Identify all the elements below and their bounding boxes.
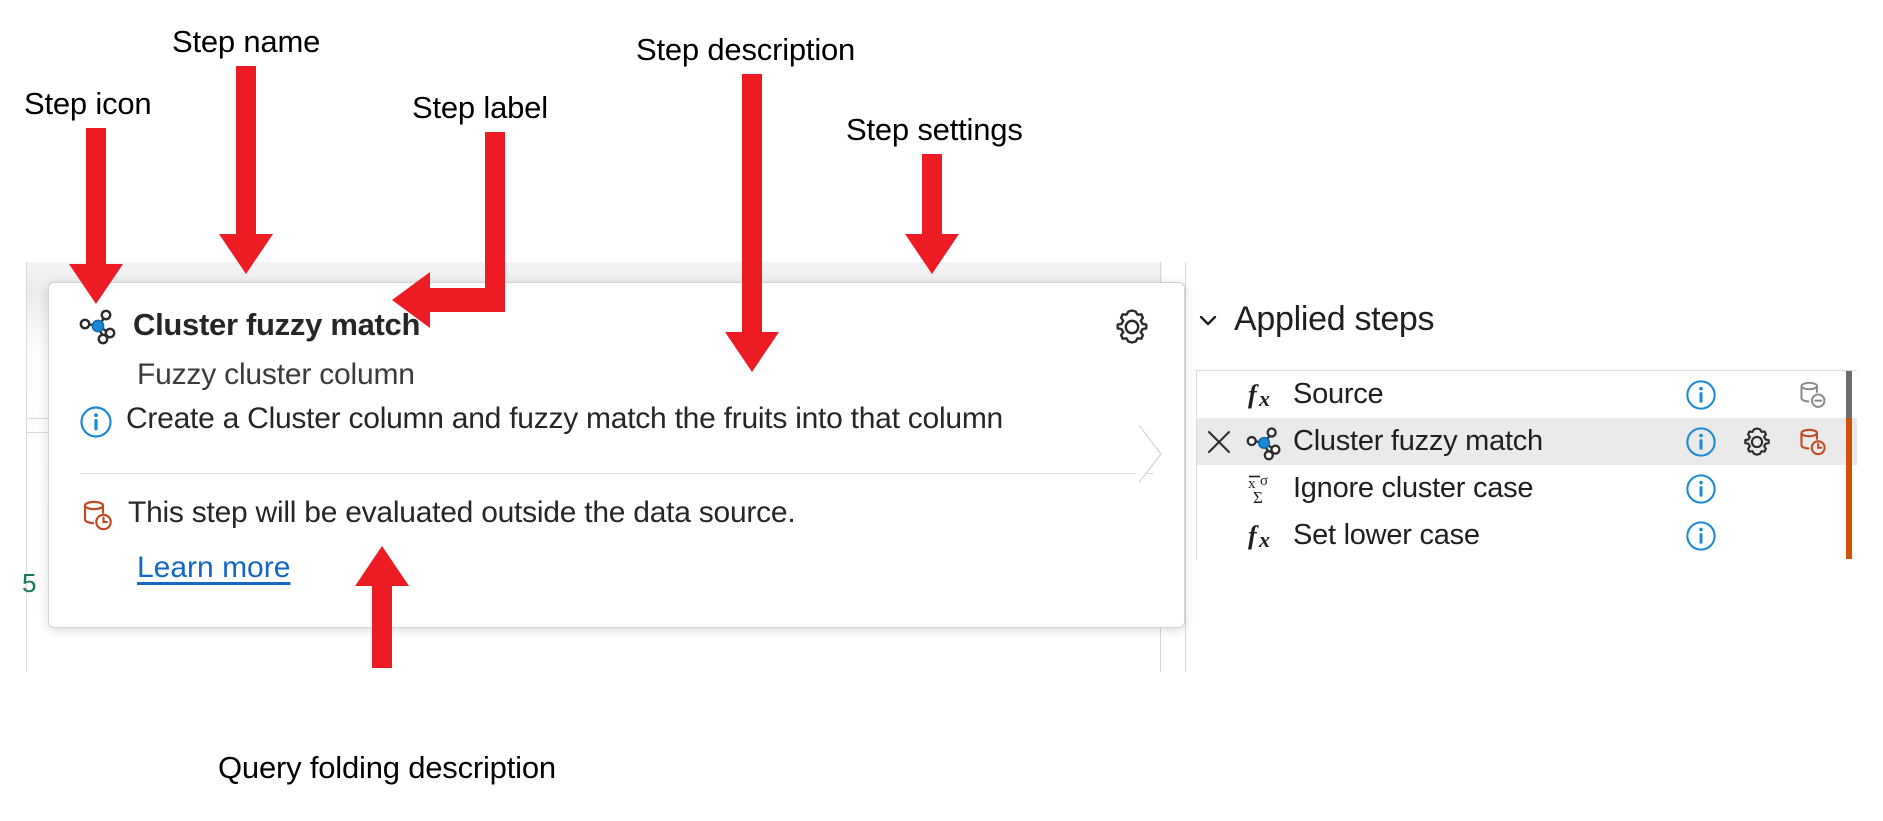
step-name-label: Set lower case bbox=[1293, 519, 1480, 551]
svg-text:f: f bbox=[1248, 521, 1259, 550]
annotation-label-step-name: Step name bbox=[172, 24, 321, 59]
step-details-tooltip: Cluster fuzzy match Fuzzy cluster column… bbox=[48, 282, 1185, 628]
database-disabled-icon bbox=[1785, 378, 1841, 412]
info-icon[interactable] bbox=[1673, 426, 1729, 458]
grid-cell-value: 5 bbox=[22, 568, 37, 598]
tooltip-query-folding-row: This step will be evaluated outside the … bbox=[79, 495, 796, 533]
chevron-down-icon[interactable] bbox=[1196, 308, 1220, 332]
info-icon[interactable] bbox=[1673, 379, 1729, 411]
applied-steps-panel: Applied steps f x Source bbox=[1196, 300, 1883, 620]
annotation-label-step-icon: Step icon bbox=[24, 86, 152, 121]
table-row[interactable]: x σ Σ Ignore cluster case bbox=[1197, 465, 1857, 512]
tooltip-step-settings-button[interactable] bbox=[1110, 305, 1154, 349]
annotation-label-query-folding: Query folding description bbox=[218, 750, 556, 785]
step-status-bar bbox=[1841, 465, 1857, 512]
annotation-arrow-step-icon bbox=[66, 128, 126, 306]
annotation-arrow-step-settings bbox=[902, 154, 962, 276]
step-name-label: Cluster fuzzy match bbox=[1293, 425, 1543, 457]
step-status-bar bbox=[1841, 418, 1857, 465]
annotation-label-step-settings: Step settings bbox=[846, 112, 1023, 147]
annotation-arrow-step-description bbox=[722, 74, 782, 374]
applied-steps-list: f x Source bbox=[1196, 370, 1857, 559]
info-icon[interactable] bbox=[1673, 473, 1729, 505]
applied-steps-title: Applied steps bbox=[1234, 300, 1435, 338]
annotation-arrow-step-name bbox=[216, 66, 276, 276]
step-status-bar bbox=[1841, 512, 1857, 559]
tooltip-step-label: Fuzzy cluster column bbox=[137, 358, 415, 391]
learn-more-link[interactable]: Learn more bbox=[137, 551, 291, 584]
table-row[interactable]: f x Set lower case bbox=[1197, 512, 1857, 559]
step-status-bar bbox=[1841, 371, 1857, 418]
fx-icon: f x bbox=[1241, 378, 1289, 412]
tooltip-divider bbox=[81, 473, 1154, 474]
step-name-label: Ignore cluster case bbox=[1293, 472, 1534, 504]
tooltip-query-folding-text: This step will be evaluated outside the … bbox=[128, 496, 796, 529]
annotation-label-step-description: Step description bbox=[636, 32, 856, 67]
grid-column-edge-2 bbox=[1185, 262, 1186, 672]
applied-steps-header[interactable]: Applied steps bbox=[1196, 300, 1435, 339]
annotation-label-step-label: Step label bbox=[412, 90, 548, 125]
svg-text:Σ: Σ bbox=[1253, 488, 1263, 507]
tooltip-step-description: Create a Cluster column and fuzzy match … bbox=[126, 402, 1003, 435]
svg-text:x: x bbox=[1248, 476, 1256, 492]
svg-text:x: x bbox=[1258, 386, 1270, 411]
gear-icon[interactable] bbox=[1729, 424, 1785, 460]
tooltip-header: Cluster fuzzy match bbox=[79, 305, 420, 345]
cluster-fuzzy-match-icon bbox=[1241, 423, 1289, 461]
delete-step-button[interactable] bbox=[1197, 427, 1241, 457]
svg-text:σ: σ bbox=[1260, 473, 1268, 489]
info-icon bbox=[79, 405, 113, 439]
cluster-fuzzy-match-icon bbox=[79, 305, 119, 345]
annotation-arrow-query-folding bbox=[352, 546, 412, 668]
tooltip-description-row: Create a Cluster column and fuzzy match … bbox=[79, 401, 1003, 439]
tooltip-step-name: Cluster fuzzy match bbox=[133, 307, 421, 342]
fx-icon: f x bbox=[1241, 519, 1289, 553]
table-row[interactable]: f x Source bbox=[1197, 371, 1857, 418]
svg-text:f: f bbox=[1248, 380, 1259, 409]
annotation-arrow-step-label bbox=[390, 132, 510, 342]
table-row[interactable]: Cluster fuzzy match bbox=[1197, 418, 1857, 465]
info-icon[interactable] bbox=[1673, 520, 1729, 552]
statistics-icon: x σ Σ bbox=[1241, 470, 1289, 508]
svg-text:x: x bbox=[1258, 527, 1270, 552]
query-folding-not-supported-icon bbox=[79, 497, 115, 533]
database-clock-icon bbox=[1785, 425, 1841, 459]
step-name-label: Source bbox=[1293, 378, 1384, 410]
